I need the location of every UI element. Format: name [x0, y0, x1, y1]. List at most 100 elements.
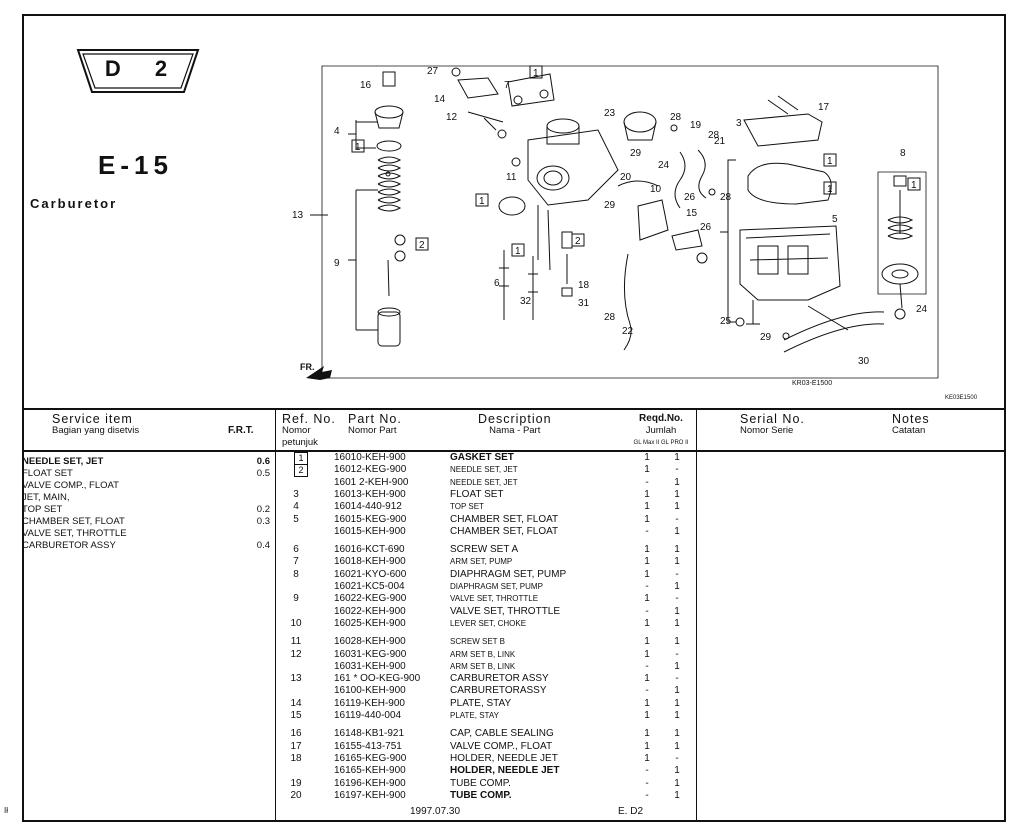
svg-text:1: 1 [911, 180, 917, 191]
qty-gl-max: 1 [644, 752, 650, 764]
service-item-frt: 0.6 [256, 456, 270, 467]
qty-gl-pro: 1 [674, 544, 680, 556]
part-description: CARBURETOR ASSY [450, 673, 549, 685]
svg-text:7: 7 [504, 80, 510, 91]
fr-arrow-icon [306, 366, 332, 380]
svg-text:1: 1 [515, 246, 521, 257]
svg-text:24: 24 [916, 304, 928, 315]
part-description: NEEDLE SET, JET [450, 465, 518, 475]
qty-gl-max: 1 [644, 710, 650, 721]
qty-gl-max: 1 [644, 544, 650, 556]
drawing-ref-small: KE03E1500 [945, 395, 978, 401]
part-ref-no: 8 [293, 568, 299, 580]
svg-text:18: 18 [578, 280, 590, 291]
qty-gl-max: 1 [644, 568, 650, 580]
drawing-ref: KR03-E1500 [792, 380, 833, 387]
footer-date: 1997.07.30 [410, 806, 461, 817]
qty-gl-max: 1 [644, 593, 650, 605]
qty-gl-pro: 1 [674, 777, 680, 789]
qty-gl-pro: - [675, 568, 679, 580]
qty-gl-pro: 1 [674, 501, 680, 513]
svg-text:28: 28 [604, 312, 616, 323]
part-number: 16016-KCT-690 [334, 544, 405, 556]
part-number: 16022-KEG-900 [334, 593, 407, 605]
svg-text:3: 3 [736, 118, 742, 129]
qty-gl-max: 1 [644, 464, 650, 476]
hdr-description: Description Nama - Part [478, 412, 552, 436]
part-ref-no: 13 [290, 673, 302, 685]
qty-gl-max: - [645, 581, 649, 592]
qty-gl-pro: - [675, 513, 679, 525]
service-item-frt: 0.2 [256, 504, 270, 515]
hdr-ref-no: Ref. No. Nomor petunjuk [282, 412, 336, 448]
qty-gl-max: - [645, 476, 649, 488]
service-item-frt: 0.4 [256, 540, 270, 551]
part-ref-no: 4 [293, 501, 299, 513]
svg-text:29: 29 [760, 332, 772, 343]
qty-gl-pro: 1 [674, 710, 680, 721]
part-ref-no: 14 [290, 697, 302, 709]
svg-text:20: 20 [620, 172, 632, 183]
qty-gl-pro: - [675, 464, 679, 476]
service-item-name: NEEDLE SET, JET [22, 456, 104, 467]
qty-gl-max: 1 [644, 452, 650, 463]
part-description: CHAMBER SET, FLOAT [450, 513, 559, 525]
part-number: 16014-440-912 [334, 501, 402, 513]
part-ref-no: 1 [294, 452, 308, 465]
svg-text:29: 29 [630, 148, 642, 159]
qty-gl-pro: 1 [674, 452, 680, 463]
part-ref-no: 6 [293, 544, 299, 556]
service-item-row: VALVE SET, THROTTLE [22, 528, 270, 539]
svg-text:19: 19 [690, 120, 702, 131]
qty-gl-pro: 1 [674, 789, 680, 801]
part-number: 16165-KEH-900 [334, 765, 406, 777]
hdr-reqd-no: Reqd.No. Jumlah GL Max II GL PRO II [633, 413, 689, 446]
svg-text:26: 26 [700, 222, 712, 233]
qty-gl-max: - [645, 605, 649, 617]
footer-page-ref: E. D2 [618, 806, 644, 817]
part-number: 16018-KEH-900 [334, 556, 406, 568]
svg-text:30: 30 [858, 356, 870, 367]
part-ref-no: 7 [293, 556, 299, 568]
part-description: DIAPHRAGM SET, PUMP [450, 568, 567, 580]
qty-gl-max: 1 [644, 556, 650, 568]
part-number: 161 * OO-KEG-900 [334, 673, 421, 685]
part-number: 16015-KEH-900 [334, 525, 406, 537]
svg-text:4: 4 [334, 126, 340, 137]
section-badge-frame [76, 49, 200, 93]
part-ref-no: 2 [294, 464, 308, 478]
part-description: DIAPHRAGM SET, PUMP [450, 582, 543, 591]
qty-gl-max: 1 [644, 673, 650, 685]
svg-text:2: 2 [419, 240, 425, 251]
part-number: 16028-KEH-900 [334, 636, 406, 648]
svg-text:1: 1 [827, 156, 833, 167]
qty-gl-max: 1 [644, 728, 650, 740]
svg-text:32: 32 [520, 296, 532, 307]
part-description: HOLDER, NEEDLE JET [450, 752, 558, 764]
group-code: E-15 [98, 150, 173, 180]
group-title: Carburetor [30, 196, 118, 211]
qty-gl-pro: 1 [674, 476, 680, 488]
svg-text:8: 8 [900, 148, 906, 159]
part-number: 16021-KC5-004 [334, 581, 405, 592]
table-header-rule [22, 450, 1006, 452]
qty-gl-max: - [645, 789, 649, 801]
part-number: 16012-KEG-900 [334, 464, 407, 476]
part-ref-no: 20 [290, 789, 302, 801]
part-ref-no: 15 [290, 710, 302, 721]
qty-gl-pro: - [675, 593, 679, 605]
